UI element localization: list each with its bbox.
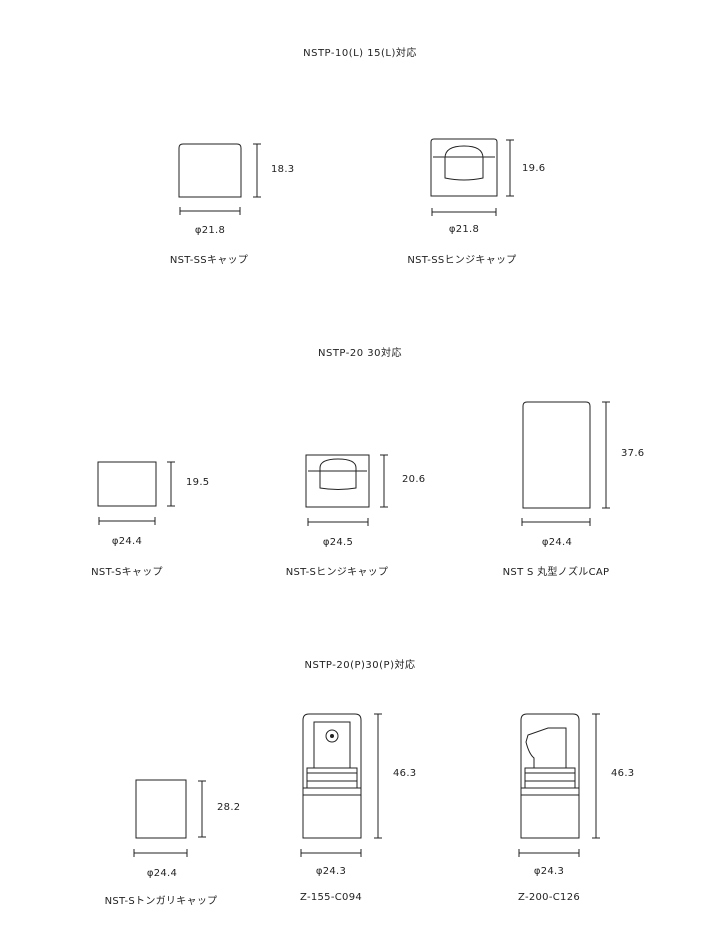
z-155-c094-drawing [300, 713, 382, 857]
section-title-1: NSTP-10(L) 15(L)対応 [303, 48, 417, 59]
section-title-3: NSTP-20(P)30(P)対応 [304, 660, 416, 671]
z-200-c126-drawing [518, 713, 600, 857]
product-name: NST-SSキャップ [169, 255, 249, 266]
diameter-label: φ21.8 [448, 224, 480, 235]
height-label: 37.6 [621, 448, 645, 459]
height-label: 46.3 [611, 768, 635, 779]
height-label: 28.2 [217, 802, 241, 813]
diameter-label: φ21.8 [194, 225, 226, 236]
height-label: 19.5 [186, 477, 210, 488]
product-name: Z-155-C094 [299, 892, 363, 903]
product-name: NST-Sキャップ [91, 567, 163, 578]
product-name: NST-SSヒンジキャップ [407, 255, 517, 266]
height-label: 18.3 [271, 164, 295, 175]
nst-s-hinge-cap-drawing [305, 454, 388, 526]
diameter-label: φ24.4 [146, 868, 178, 879]
height-label: 20.6 [402, 474, 426, 485]
nst-s-round-nozzle-cap-drawing [521, 401, 610, 526]
height-label: 19.6 [522, 163, 546, 174]
product-name: NST S 丸型ノズルCAP [502, 567, 610, 578]
product-name: NST-Sトンガリキャップ [104, 896, 218, 907]
diameter-label: φ24.5 [322, 537, 354, 548]
height-label: 46.3 [393, 768, 417, 779]
diameter-label: φ24.3 [315, 866, 347, 877]
product-name: Z-200-C126 [517, 892, 581, 903]
diameter-label: φ24.3 [533, 866, 565, 877]
nst-ss-hinge-cap-drawing [430, 138, 514, 216]
product-name: NST-Sヒンジキャップ [285, 567, 389, 578]
diameter-label: φ24.4 [111, 536, 143, 547]
nst-s-cap-drawing [97, 461, 175, 525]
diameter-label: φ24.4 [541, 537, 573, 548]
nst-ss-cap-drawing [178, 143, 261, 215]
section-title-2: NSTP-20 30対応 [318, 348, 402, 359]
nst-s-pointed-cap-drawing [133, 779, 206, 857]
